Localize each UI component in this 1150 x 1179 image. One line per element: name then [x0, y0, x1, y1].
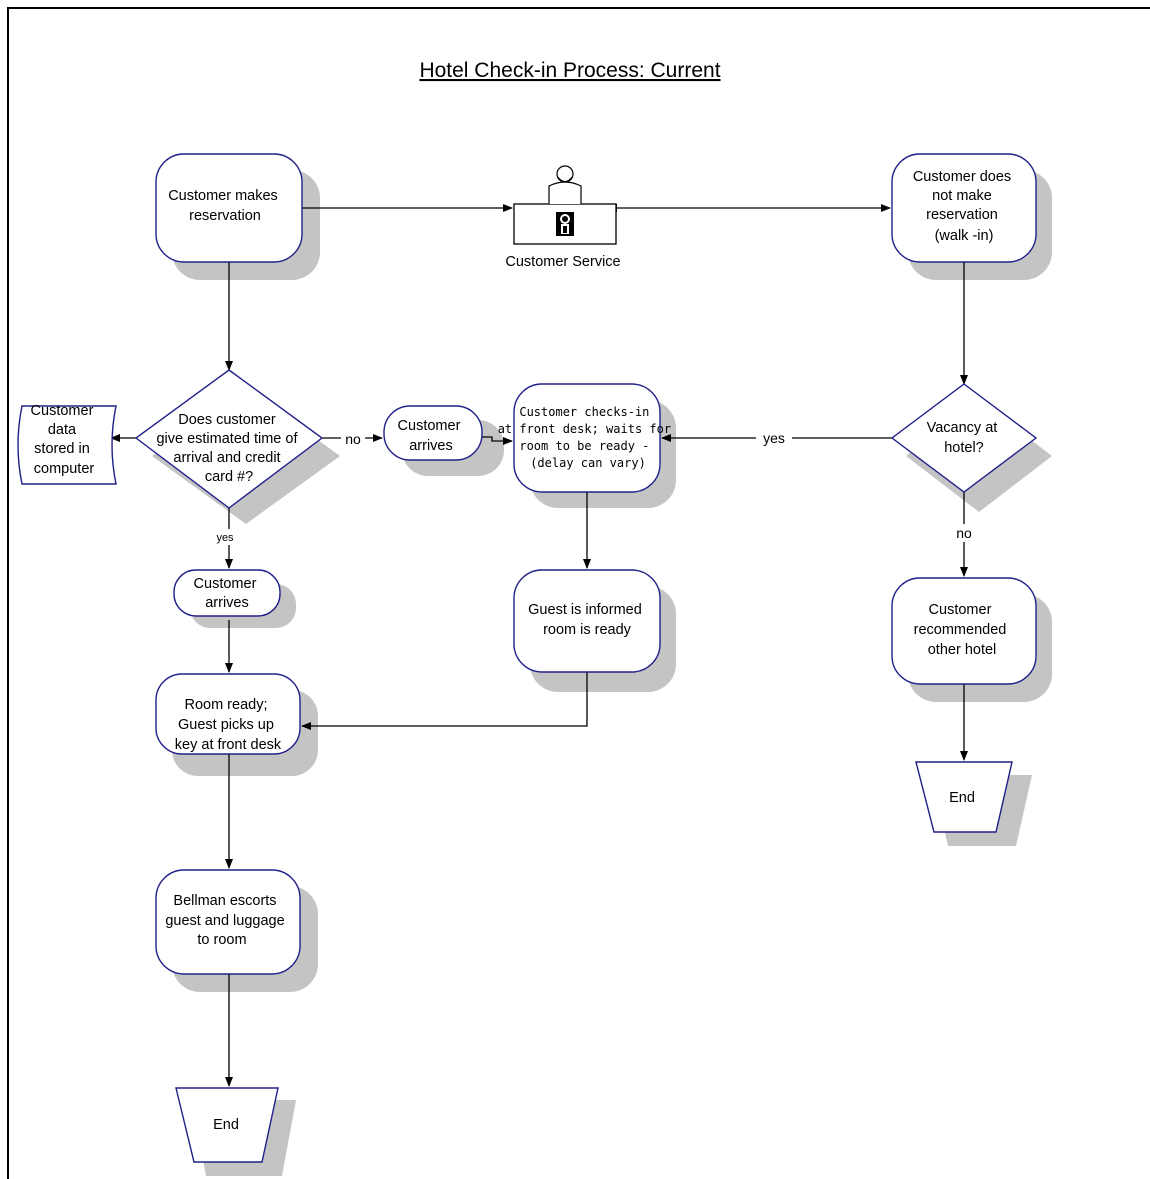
node-vacancy: [890, 383, 1038, 493]
label-bellman: Bellman escorts guest and luggage to roo…: [165, 893, 288, 948]
label-arrives-mid: Customer arrives: [398, 418, 465, 454]
edge-label-no-vacancy: no: [956, 525, 972, 541]
edge-informed-roomready: [301, 672, 588, 730]
label-data-stored: Customer data stored in computer: [31, 403, 98, 477]
node-walk-in: [891, 153, 1037, 263]
node-makes-reservation: [155, 153, 303, 263]
edge-layer: [110, 204, 968, 1087]
node-bellman: [155, 869, 301, 975]
node-end-right: [915, 761, 1013, 833]
label-walk-in: Customer does not make reservation (walk…: [913, 169, 1015, 244]
edge-arrives-checkin: [480, 436, 513, 445]
label-end-left: End: [213, 1117, 239, 1133]
node-arrives-mid: [383, 405, 483, 461]
node-informed: [513, 569, 661, 673]
customer-service-icon: [513, 165, 617, 245]
label-end-right: End: [949, 790, 975, 806]
node-layer: [17, 153, 1038, 1163]
node-end-left: [175, 1087, 279, 1163]
node-room-ready: [155, 673, 301, 755]
page-border: [7, 7, 1150, 1179]
edge-labels: no yes yes no: [213, 429, 978, 545]
edge-label-no-eta: no: [345, 431, 361, 447]
label-informed: Guest is informed room is ready: [528, 602, 646, 638]
customer-service-label: Customer Service: [505, 254, 620, 270]
node-arrives-left: [173, 569, 281, 617]
label-recommended: Customer recommended other hotel: [914, 602, 1011, 658]
edge-label-yes-vacancy: yes: [763, 430, 785, 446]
node-labels: Customer makes reservation Customer does…: [31, 169, 1015, 1133]
label-decision-eta: Does customer give estimated time of arr…: [156, 412, 301, 485]
label-vacancy: Vacancy at hotel?: [927, 420, 1002, 456]
label-makes-reservation: Customer makes reservation: [168, 188, 282, 224]
node-recommended: [891, 577, 1037, 685]
diagram-title: Hotel Check-in Process: Current: [419, 59, 720, 82]
node-checks-in: [513, 383, 661, 493]
label-checks-in: Customer checks-in at front desk; waits …: [498, 405, 679, 470]
node-data-stored: [17, 405, 117, 485]
node-decision-eta: [134, 369, 324, 509]
label-room-ready: Room ready; Guest picks up key at front …: [175, 697, 282, 753]
edge-label-yes-eta: yes: [216, 532, 234, 544]
label-arrives-left: Customer arrives: [194, 576, 261, 611]
